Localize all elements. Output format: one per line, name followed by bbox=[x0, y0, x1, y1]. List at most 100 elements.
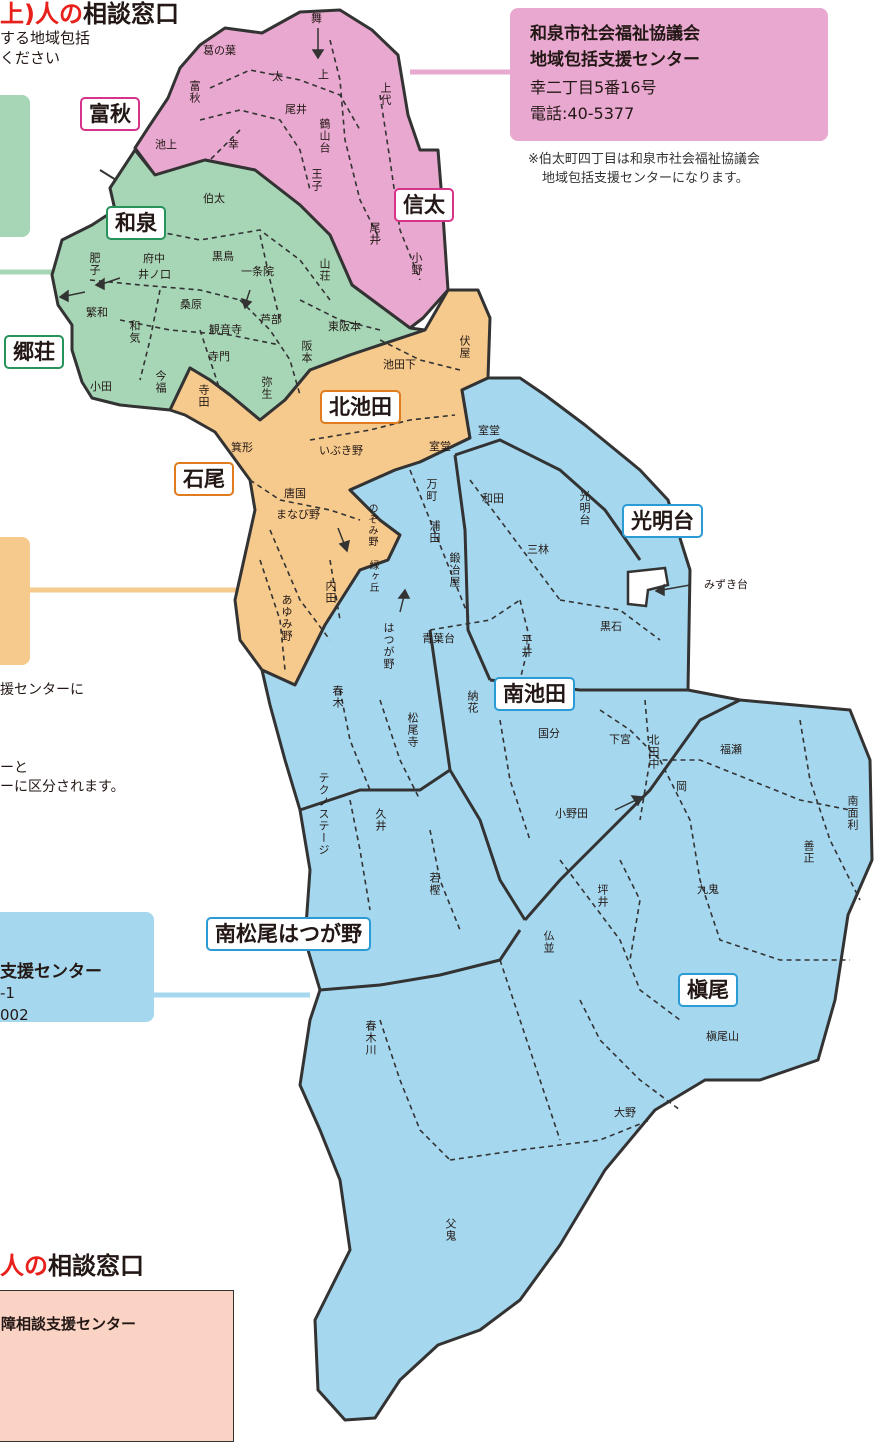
place-label: あゆみ野 bbox=[280, 594, 293, 642]
place-label: 大野 bbox=[614, 1106, 636, 1119]
place-label: 小野田 bbox=[555, 807, 588, 820]
place-label: 万町 bbox=[425, 478, 438, 502]
place-label: 葛の葉 bbox=[203, 44, 236, 57]
region-shinoda-fuaki bbox=[133, 8, 450, 330]
place-label: 井ノ口 bbox=[138, 268, 171, 281]
place-label: 内田 bbox=[324, 580, 337, 604]
place-label: 太 bbox=[272, 70, 283, 83]
place-label: 富秋 bbox=[188, 80, 201, 104]
district-badge-izumi: 和泉 bbox=[106, 206, 166, 240]
callout-note-2: 地域包括支援センターになります。 bbox=[542, 171, 749, 186]
arrows bbox=[58, 28, 691, 811]
place-label: 青葉台 bbox=[422, 632, 455, 645]
place-label: 芦部 bbox=[260, 313, 282, 326]
district-badge-fuaki: 富秋 bbox=[80, 97, 140, 131]
place-label: はつが野 bbox=[382, 622, 395, 670]
place-label: いぶき野 bbox=[319, 444, 363, 457]
place-label: 舞 bbox=[311, 12, 322, 25]
callout-note-1: ※伯太町四丁目は和泉市社会福祉協議会 bbox=[528, 152, 760, 167]
header-top-suffix: 相談窓口 bbox=[82, 0, 179, 28]
place-label: 岡 bbox=[676, 780, 687, 793]
place-label: 池上 bbox=[155, 138, 177, 151]
place-label: 和田 bbox=[482, 492, 504, 505]
orange-info-box bbox=[0, 537, 30, 665]
place-label: 納花 bbox=[466, 690, 479, 714]
place-label: 浦田 bbox=[428, 520, 441, 544]
place-label: 繁和 bbox=[86, 306, 108, 319]
dashed-boundaries bbox=[89, 39, 861, 1161]
place-label: 和気 bbox=[128, 320, 141, 344]
place-label: 鶴山台 bbox=[318, 118, 331, 154]
place-label: 小野 bbox=[410, 252, 423, 276]
region-minami bbox=[260, 376, 874, 1422]
intro-line-1: する地域包括 bbox=[0, 29, 91, 47]
place-label: 室堂 bbox=[478, 424, 500, 437]
place-label: 池田下 bbox=[383, 358, 416, 371]
place-label: 山荘 bbox=[318, 258, 331, 282]
place-label: 寺門 bbox=[208, 350, 230, 363]
shinoda-callout-box: 和泉市社会福祉協議会 地域包括支援センター 幸二丁目5番16号 電話:40-53… bbox=[510, 8, 828, 141]
callout-title-1: 和泉市社会福祉協議会 bbox=[530, 24, 700, 44]
callout-address: 幸二丁目5番16号 bbox=[530, 78, 657, 97]
place-label: 緑ヶ丘 bbox=[367, 560, 378, 593]
place-label: 国分 bbox=[538, 727, 560, 740]
intro-line-2: ください bbox=[0, 49, 61, 67]
place-label: 伯太 bbox=[203, 192, 225, 205]
place-label: 松尾寺 bbox=[406, 712, 419, 748]
place-label: 光明台 bbox=[578, 490, 591, 526]
district-badge-iwao: 石尾 bbox=[174, 462, 234, 496]
district-badge-minamiikeda: 南池田 bbox=[494, 677, 575, 711]
place-label: 春木 bbox=[331, 685, 344, 709]
place-label: 黒鳥 bbox=[212, 250, 234, 263]
place-label: 若樫 bbox=[428, 872, 441, 896]
place-label: 尾井 bbox=[368, 222, 381, 246]
divide-note-1: ーと bbox=[0, 760, 28, 776]
place-label: 鍛冶屋 bbox=[448, 552, 461, 588]
place-label: 福瀬 bbox=[720, 743, 742, 756]
district-badge-shinoda: 信太 bbox=[394, 188, 454, 222]
place-label: のぞみ野 bbox=[366, 503, 377, 547]
mizukidai-cutout bbox=[626, 566, 670, 608]
callout-phone: 電話:40-5377 bbox=[530, 104, 635, 123]
place-label: 王子 bbox=[310, 168, 323, 192]
place-label: 肥子 bbox=[88, 252, 101, 276]
place-label: 寺田 bbox=[197, 384, 210, 408]
blue-box-line3: 002 bbox=[0, 1006, 29, 1024]
header-top: 上)人の相談窓口 bbox=[0, 0, 179, 29]
place-label: 幸 bbox=[228, 138, 239, 151]
place-label: まなび野 bbox=[276, 508, 320, 521]
place-label: 上代 bbox=[379, 82, 392, 106]
place-label: 父鬼 bbox=[444, 1218, 457, 1242]
district-badge-gosho: 郷荘 bbox=[4, 335, 64, 369]
place-label: みずき台 bbox=[704, 578, 748, 591]
place-label: 北田中 bbox=[647, 734, 660, 770]
place-label: 弥生 bbox=[260, 376, 273, 400]
district-badge-komyodai: 光明台 bbox=[622, 504, 703, 538]
place-label: 久井 bbox=[374, 808, 387, 832]
place-label: 南面利 bbox=[846, 795, 859, 831]
green-info-box bbox=[0, 95, 30, 237]
district-badge-kitaikeda: 北池田 bbox=[320, 390, 401, 424]
place-label: 箕形 bbox=[231, 441, 253, 454]
place-label: 九鬼 bbox=[697, 883, 719, 896]
place-label: 室堂 bbox=[429, 440, 451, 453]
place-label: 仏並 bbox=[542, 930, 555, 954]
place-label: 善正 bbox=[802, 840, 815, 864]
place-label: 三林 bbox=[527, 543, 549, 556]
place-label: 府中 bbox=[143, 252, 165, 265]
place-label: 阪本 bbox=[300, 340, 313, 364]
place-label: 桑原 bbox=[180, 298, 202, 311]
header-bottom: 人の相談窓口 bbox=[0, 1246, 144, 1281]
blue-info-box: 支援センター -1 002 bbox=[0, 912, 154, 1024]
district-badge-makio: 槇尾 bbox=[678, 973, 738, 1007]
place-label: 一条院 bbox=[241, 265, 274, 278]
place-label: 伏屋 bbox=[458, 335, 471, 359]
district-badge-minamimatsuo: 南松尾はつが野 bbox=[206, 917, 371, 951]
pink-info-box: 障相談支援センター bbox=[0, 1290, 234, 1442]
place-label: 下宮 bbox=[609, 733, 631, 746]
place-label: 唐国 bbox=[284, 487, 306, 500]
place-label: 尾井 bbox=[285, 103, 307, 116]
divide-note-2: ーに区分されます。 bbox=[0, 779, 125, 795]
place-label: 今福 bbox=[154, 370, 167, 394]
